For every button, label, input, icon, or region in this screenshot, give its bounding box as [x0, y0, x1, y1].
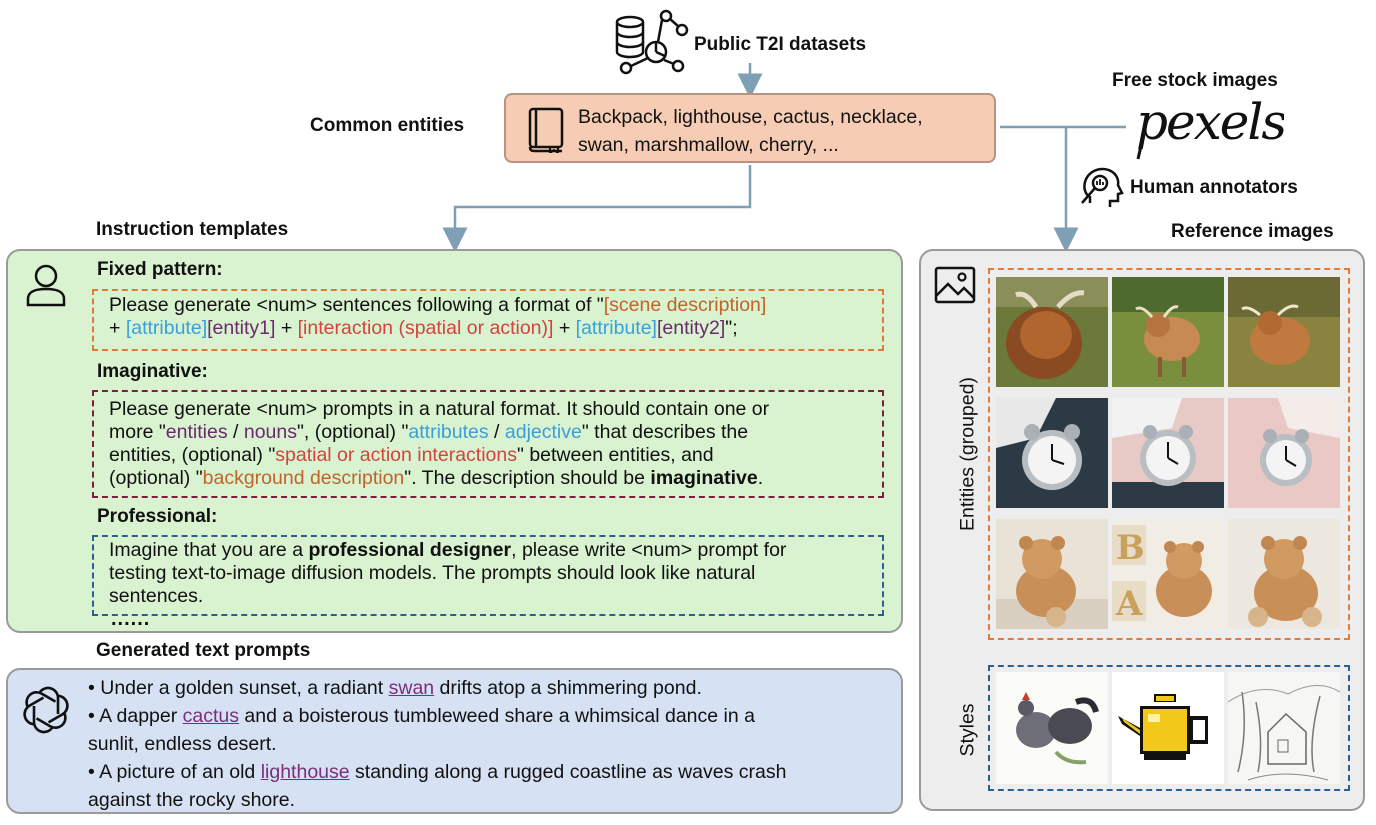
fixed-attr1: [attribute] — [125, 317, 208, 339]
imag-nouns: nouns — [243, 421, 297, 443]
imag-slash1: / — [227, 421, 244, 443]
imaginative-heading: Imaginative: — [97, 361, 208, 382]
annotator-head-icon — [1076, 163, 1124, 211]
fixed-t4: + — [553, 317, 576, 339]
reference-title: Reference images — [1171, 221, 1334, 242]
gen-p3-c: against the rocky shore. — [88, 789, 296, 811]
fixed-pattern-heading: Fixed pattern: — [97, 259, 223, 280]
fixed-attr2: [attribute] — [575, 317, 657, 339]
entities-line-2: swan, marshmallow, cherry, ... — [578, 134, 839, 156]
cow-image-2 — [1112, 277, 1224, 387]
datasets-label: Public T2I datasets — [694, 34, 867, 55]
imag-spatial: spatial or action interactions — [275, 444, 517, 466]
gen-p3-b: standing along a rugged coastline as wav… — [349, 761, 787, 783]
imag-t6: " between entities, and — [516, 444, 714, 466]
imag-t9: . — [757, 467, 764, 489]
free-stock-label: Free stock images — [1112, 70, 1278, 91]
templates-panel — [6, 249, 903, 633]
prof-t3: testing text-to-image diffusion models. … — [109, 562, 756, 584]
clock-image-3 — [1228, 398, 1340, 508]
imag-entities: entities — [165, 421, 228, 443]
fixed-ent1: [entity1] — [207, 317, 276, 339]
human-annotators-label: Human annotators — [1130, 177, 1298, 198]
prof-bold: professional designer — [308, 539, 512, 561]
imag-bold: imaginative — [650, 467, 758, 489]
prof-t4: sentences. — [109, 585, 204, 607]
svg-text:pexels: pexels — [1136, 93, 1284, 151]
imag-t4: " that describes the — [581, 421, 749, 443]
fixed-t5: "; — [725, 317, 738, 339]
gen-swan-link[interactable]: swan — [388, 677, 435, 699]
pexels-logo: pexels — [1134, 93, 1284, 161]
generated-panel — [6, 668, 903, 814]
generated-title: Generated text prompts — [96, 640, 311, 661]
entities-line-1: Backpack, lighthouse, cactus, necklace, — [578, 106, 923, 128]
teddy-image-2: B A — [1112, 519, 1224, 629]
teddy-image-3 — [1228, 519, 1340, 629]
imag-slash2: / — [488, 421, 505, 443]
imag-t8: ". The description should be — [404, 467, 651, 489]
gen-p1-b: drifts atop a shimmering pond. — [434, 677, 702, 699]
common-entities-label: Common entities — [310, 115, 465, 136]
professional-heading: Professional: — [97, 506, 218, 527]
imag-t5: entities, (optional) " — [109, 444, 276, 466]
imaginative-text: Please generate <num> prompts in a natur… — [109, 398, 879, 490]
book-icon — [526, 107, 566, 153]
gen-p2-a: • A dapper — [88, 705, 183, 727]
gen-p3-a: • A picture of an old — [88, 761, 261, 783]
cow-image-3 — [1228, 277, 1340, 387]
styles-grid-box — [988, 665, 1350, 791]
openai-icon — [20, 684, 72, 736]
cow-image-1 — [996, 277, 1108, 387]
teddy-image-1 — [996, 519, 1108, 629]
common-entities-box: Backpack, lighthouse, cactus, necklace, … — [504, 93, 996, 163]
style-ink-rooster-image — [996, 672, 1108, 784]
prof-t1: Imagine that you are a — [109, 539, 309, 561]
gen-lighthouse-link[interactable]: lighthouse — [260, 761, 350, 783]
clock-image-2 — [1112, 398, 1224, 508]
imag-attributes: attributes — [408, 421, 489, 443]
image-icon — [934, 266, 976, 304]
imaginative-box — [92, 390, 884, 498]
style-pixel-teapot-image — [1112, 672, 1224, 784]
styles-label: Styles — [956, 703, 979, 757]
fixed-t1: Please generate <num> sentences followin… — [109, 294, 604, 316]
gen-p1-a: • Under a golden sunset, a radiant — [88, 677, 389, 699]
svg-text:B: B — [1116, 528, 1145, 568]
imag-t7: (optional) " — [109, 467, 203, 489]
entities-grid-box — [988, 268, 1350, 640]
entities-grouped-label: Entities (grouped) — [956, 377, 979, 531]
fixed-interaction: [interaction (spatial or action)] — [297, 317, 554, 339]
fixed-scene: [scene description] — [603, 294, 767, 316]
gen-p2-c: sunlit, endless desert. — [88, 733, 277, 755]
gen-cactus-link[interactable]: cactus — [182, 705, 240, 727]
clock-image-1 — [996, 398, 1108, 508]
style-sketch-treehouse-image — [1228, 672, 1340, 784]
user-icon — [26, 263, 66, 307]
templates-title: Instruction templates — [96, 219, 289, 240]
prof-t2: , please write <num> prompt for — [511, 539, 787, 561]
imag-background: background description — [202, 467, 405, 489]
gen-p2-b: and a boisterous tumbleweed share a whim… — [239, 705, 755, 727]
templates-ellipsis: ...... — [111, 608, 151, 630]
fixed-t2: + — [109, 317, 126, 339]
professional-text: Imagine that you are a professional desi… — [109, 539, 879, 608]
imag-t2: more " — [109, 421, 166, 443]
professional-box — [92, 535, 884, 616]
imag-t3: ", (optional) " — [296, 421, 409, 443]
imag-adjective: adjective — [504, 421, 582, 443]
fixed-pattern-text: Please generate <num> sentences followin… — [109, 294, 879, 340]
fixed-ent2: [entity2] — [656, 317, 726, 339]
svg-text:A: A — [1115, 584, 1143, 624]
fixed-t3: + — [275, 317, 298, 339]
generated-prompts: • Under a golden sunset, a radiant swan … — [88, 674, 893, 814]
fixed-pattern-box — [92, 289, 884, 351]
imag-t1: Please generate <num> prompts in a natur… — [109, 398, 770, 420]
datasets-icon — [612, 8, 690, 76]
